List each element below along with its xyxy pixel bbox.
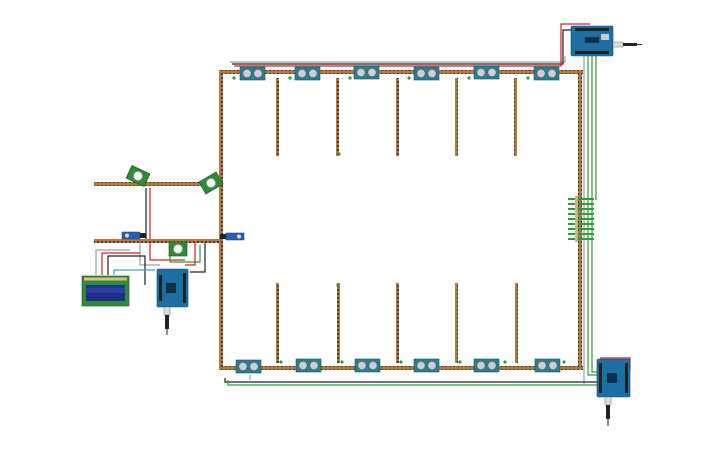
led-strip — [514, 78, 517, 156]
led-strip — [276, 283, 279, 363]
usb-cable-icon — [612, 41, 642, 48]
ultrasonic-sensor-icon — [413, 66, 440, 81]
wires — [95, 23, 631, 386]
ultrasonic-sensor-icon — [353, 65, 380, 80]
strip-left — [219, 70, 223, 370]
led-strip — [396, 283, 399, 363]
usb-cable-icon — [163, 306, 171, 335]
strip-bottom — [219, 366, 583, 370]
pir-sensor-icon — [198, 171, 224, 195]
led-icon — [407, 76, 411, 80]
resistor-ladder — [568, 196, 594, 242]
wire-bottom-green — [227, 380, 600, 386]
led-strips-top — [276, 78, 517, 156]
indicator-leds — [232, 76, 566, 364]
wire-bottom-black — [224, 378, 600, 383]
led-icon — [526, 76, 530, 80]
wire-top-black — [232, 29, 585, 65]
ultrasonic-sensor-icon — [413, 358, 440, 373]
led-icon — [337, 152, 341, 156]
led-icon — [467, 76, 471, 80]
ultrasonic-sensor-icon — [239, 66, 266, 81]
usb-cable-icon — [604, 396, 612, 426]
arduino-top-right — [570, 25, 642, 57]
led-strip — [396, 78, 399, 156]
led-icon — [279, 360, 283, 364]
led-strip — [455, 78, 458, 156]
wire-left-gray-1 — [139, 240, 160, 266]
led-icon — [232, 76, 236, 80]
strip-top — [219, 70, 583, 74]
led-strip — [276, 78, 279, 156]
led-strips-bottom — [276, 283, 518, 363]
led-icon — [340, 360, 344, 364]
led-icon — [458, 360, 462, 364]
led-strip — [336, 78, 339, 156]
lcd-display — [81, 275, 130, 307]
wire-lcd-1 — [95, 249, 130, 275]
led-icon — [348, 76, 352, 80]
wire-left-black-2 — [190, 242, 206, 273]
led-strip — [455, 283, 458, 363]
wire-left-red — [149, 188, 185, 261]
led-strip — [337, 283, 340, 363]
arduino-bottom-right — [596, 358, 631, 426]
wire-lcd-2 — [101, 252, 140, 275]
led-icon — [503, 360, 507, 364]
ultrasonic-sensor-icon — [354, 358, 381, 373]
wire-top-red — [234, 23, 590, 67]
servo-motor-icon — [220, 232, 245, 241]
ultrasonic-sensor-icon — [533, 66, 560, 81]
strip-left-lower — [94, 239, 220, 243]
ultrasonic-sensor-icon — [473, 358, 500, 373]
pir-sensor-icon — [125, 165, 151, 187]
ultrasonic-sensors-bottom — [235, 358, 561, 374]
strip-left-upper — [94, 182, 220, 186]
ultrasonic-sensor-icon — [294, 66, 321, 81]
wire-top-gray — [230, 56, 566, 63]
wire-right-green-1 — [587, 56, 600, 376]
led-icon — [288, 76, 292, 80]
ultrasonic-sensor-icon — [235, 359, 262, 374]
wire-lcd-4 — [113, 269, 155, 275]
pir-sensor-icon — [168, 241, 188, 257]
ultrasonic-sensor-icon — [473, 65, 500, 80]
led-icon — [336, 283, 340, 287]
led-icon — [562, 360, 566, 364]
ultrasonic-sensors-top — [239, 65, 560, 81]
led-strip — [515, 283, 518, 363]
ultrasonic-sensor-icon — [534, 358, 561, 373]
servo-motor-icon — [121, 231, 146, 240]
led-icon — [399, 360, 403, 364]
arduino-left — [156, 268, 189, 335]
ultrasonic-sensor-icon — [295, 358, 322, 373]
